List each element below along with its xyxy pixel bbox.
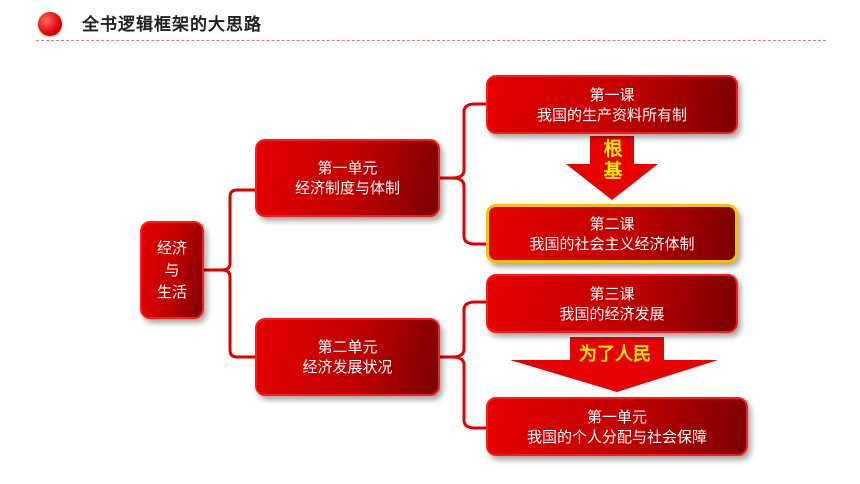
root-arrow xyxy=(566,136,658,200)
unit2-title: 第二单元 xyxy=(317,338,378,356)
root-node-line: 经济 xyxy=(156,239,187,257)
lesson4-subtitle: 我国的个人分配与社会保障 xyxy=(526,427,707,446)
header-bullet-icon xyxy=(38,12,62,36)
people-arrow-label: 为了人民 xyxy=(579,344,651,365)
root-node-economy-life: 经济 与 生活 xyxy=(140,221,204,319)
unit1-node: 第一单元 经济制度与体制 xyxy=(255,139,440,217)
unit1-subtitle: 经济制度与体制 xyxy=(294,179,400,197)
root-node-line: 生活 xyxy=(156,283,187,301)
unit1-title: 第一单元 xyxy=(317,159,378,177)
unit2-brace xyxy=(438,300,488,430)
lesson3-subtitle: 我国的经济发展 xyxy=(559,304,665,323)
lesson4-node: 第一单元 我国的个人分配与社会保障 xyxy=(486,397,748,456)
unit2-node: 第二单元 经济发展状况 xyxy=(255,318,440,396)
unit2-subtitle: 经济发展状况 xyxy=(302,358,393,376)
root-arrow-label: 根 基 xyxy=(588,138,638,182)
lesson3-node: 第三课 我国的经济发展 xyxy=(486,274,738,333)
lesson2-subtitle: 我国的社会主义经济体制 xyxy=(529,234,695,253)
page-title: 全书逻辑框架的大思路 xyxy=(82,15,262,35)
lesson2-node: 第二课 我国的社会主义经济体制 xyxy=(486,204,738,263)
lesson2-title: 第二课 xyxy=(589,214,635,233)
header-divider xyxy=(36,40,826,41)
root-arrow-label-line: 根 xyxy=(603,138,623,160)
root-node-line: 与 xyxy=(164,261,180,279)
unit1-brace xyxy=(438,102,488,246)
lesson1-subtitle: 我国的生产资料所有制 xyxy=(536,105,687,124)
root-brace xyxy=(202,188,257,359)
root-arrow-label-line: 基 xyxy=(603,160,623,182)
lesson3-title: 第三课 xyxy=(589,284,635,303)
lesson1-node: 第一课 我国的生产资料所有制 xyxy=(486,75,738,134)
people-arrow xyxy=(510,337,718,392)
lesson4-title: 第一单元 xyxy=(586,407,647,426)
lesson1-title: 第一课 xyxy=(589,85,635,104)
